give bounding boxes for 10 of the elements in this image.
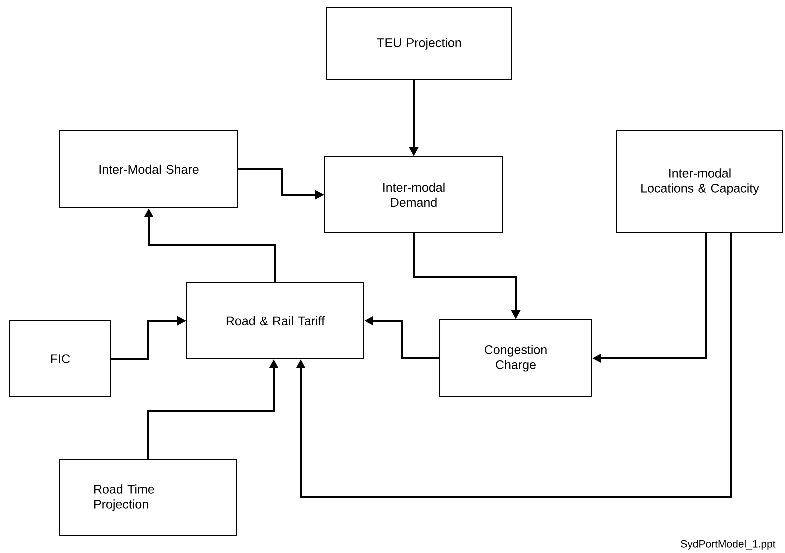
file-name: SydPortModel_1.ppt (681, 540, 776, 550)
arrow (296, 234, 732, 498)
process-box: Congestion Charge (440, 320, 592, 398)
process-box: Inter-modal Locations & Capacity (616, 130, 784, 234)
process-box: Road & Rail Tariff (186, 282, 364, 360)
process-box: Inter-modal Demand (324, 156, 504, 234)
process-box: TEU Projection (326, 8, 512, 80)
process-box: Inter-Modal Share (60, 130, 238, 208)
process-box: Road Time Projection (60, 460, 238, 536)
process-box: FIC (10, 320, 112, 398)
